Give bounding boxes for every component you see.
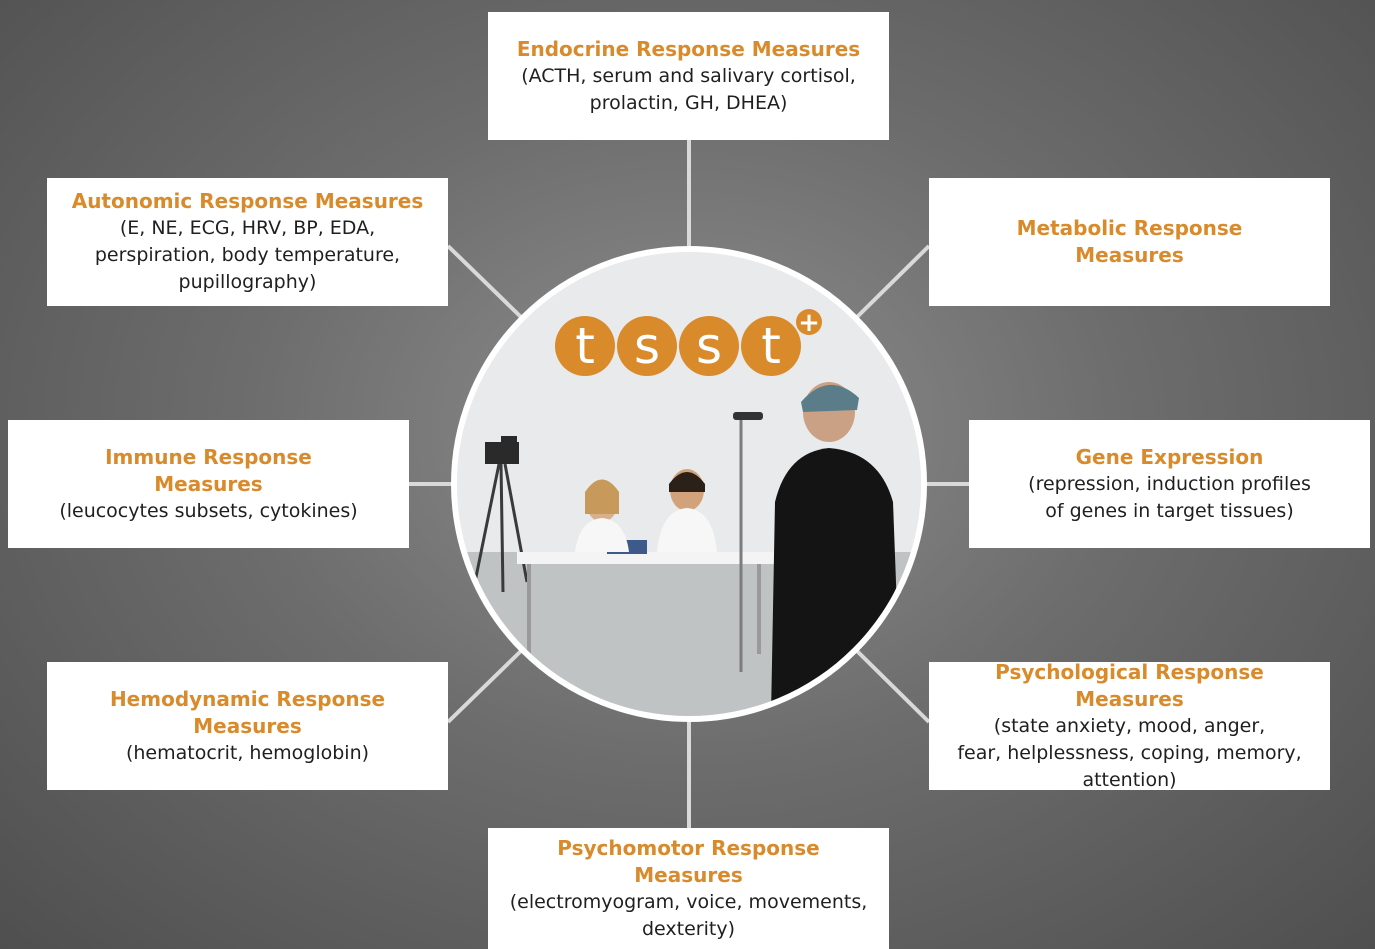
measure-detail: (repression, induction profiles of genes… bbox=[1028, 472, 1311, 522]
immune-measures-box: Immune Response Measures (leucocytes sub… bbox=[8, 420, 409, 548]
logo-plus: + bbox=[798, 308, 820, 338]
psychological-measures-box: Psychological Response Measures (state a… bbox=[929, 659, 1330, 791]
endocrine-measures-box: Endocrine Response Measures (ACTH, serum… bbox=[488, 12, 889, 140]
measure-title: Psychological Response Measures bbox=[995, 659, 1264, 711]
measure-title: Metabolic Response Measures bbox=[1016, 216, 1243, 267]
tsst-plus-logo: t s s t + bbox=[555, 308, 822, 376]
measure-detail: (electromyogram, voice, movements, dexte… bbox=[509, 890, 868, 940]
metabolic-measures-box: Metabolic Response Measures bbox=[929, 178, 1330, 306]
hemodynamic-measures-box: Hemodynamic Response Measures (hematocri… bbox=[47, 662, 448, 790]
logo-letter-t2: t bbox=[761, 317, 781, 375]
measure-title: Immune Response Measures bbox=[105, 444, 312, 496]
measure-detail: (E, NE, ECG, HRV, BP, EDA, perspiration,… bbox=[94, 217, 401, 293]
measure-title: Psychomotor Response Measures bbox=[557, 835, 820, 887]
measure-title: Endocrine Response Measures bbox=[516, 36, 861, 61]
autonomic-measures-box: Autonomic Response Measures (E, NE, ECG,… bbox=[47, 178, 448, 306]
logo-letter-s1: s bbox=[634, 317, 660, 375]
logo-letter-t1: t bbox=[575, 317, 595, 375]
panel-member-1 bbox=[575, 479, 629, 552]
participant bbox=[771, 382, 901, 716]
measure-detail: (leucocytes subsets, cytokines) bbox=[59, 499, 358, 522]
microphone-icon bbox=[733, 412, 763, 672]
logo-letter-s2: s bbox=[696, 317, 722, 375]
measure-detail: (hematocrit, hemoglobin) bbox=[125, 741, 370, 764]
psychomotor-measures-box: Psychomotor Response Measures (electromy… bbox=[488, 828, 889, 949]
measure-detail: (state anxiety, mood, anger, fear, helpl… bbox=[957, 714, 1302, 791]
measure-title: Gene Expression bbox=[1075, 444, 1264, 469]
measure-title: Hemodynamic Response Measures bbox=[109, 686, 386, 738]
measure-title: Autonomic Response Measures bbox=[71, 189, 424, 213]
gene-expression-box: Gene Expression (repression, induction p… bbox=[969, 420, 1370, 548]
measure-detail: (ACTH, serum and salivary cortisol, prol… bbox=[521, 64, 856, 114]
panel-member-2 bbox=[657, 469, 717, 552]
